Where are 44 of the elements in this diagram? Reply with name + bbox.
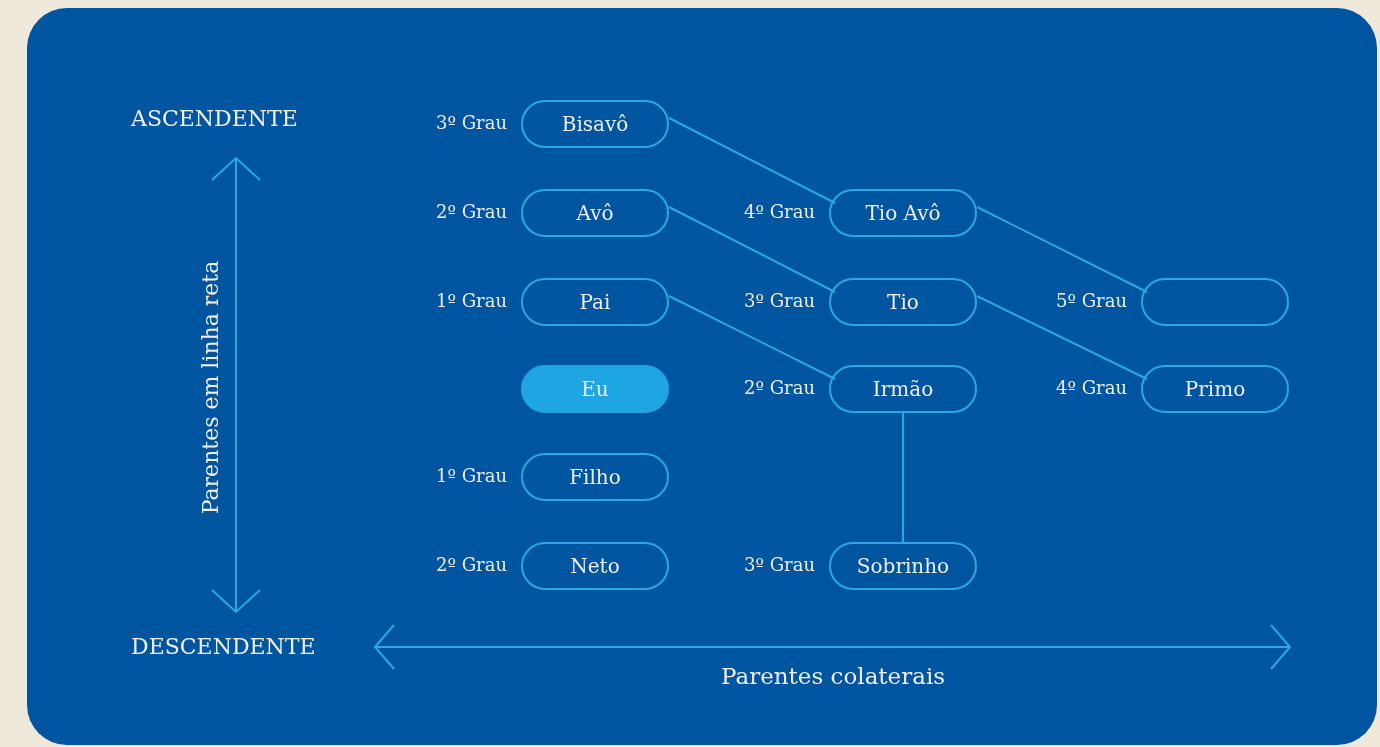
degree-label: 4º Grau xyxy=(743,201,815,222)
node-label: Pai xyxy=(579,290,611,314)
node-box xyxy=(521,278,669,326)
degree-label: 2º Grau xyxy=(743,377,815,398)
degree-label: 5º Grau xyxy=(1055,290,1127,311)
node-box xyxy=(521,100,669,148)
node-box xyxy=(521,189,669,237)
node-box xyxy=(829,189,977,237)
axis-title: Parentes em linha reta xyxy=(198,260,224,514)
node-box xyxy=(1141,365,1289,413)
degree-label: 2º Grau xyxy=(435,554,507,575)
node-box xyxy=(521,453,669,501)
connector-line xyxy=(902,412,904,543)
node-label: Filho xyxy=(569,465,621,489)
axis-title: Parentes colaterais xyxy=(721,663,946,689)
axis-label: ASCENDENTE xyxy=(131,106,298,131)
node-label: Neto xyxy=(570,554,620,578)
connector-line xyxy=(976,206,1148,293)
node-box xyxy=(829,365,977,413)
node-label: Avô xyxy=(576,201,614,225)
node-label: Irmão xyxy=(872,377,934,401)
highlighted-node-box xyxy=(521,365,669,413)
degree-label: 3º Grau xyxy=(435,112,507,133)
node-label: Tio xyxy=(887,290,919,314)
degree-label: 2º Grau xyxy=(435,201,507,222)
degree-label: 3º Grau xyxy=(743,554,815,575)
degree-label: 4º Grau xyxy=(1055,377,1127,398)
axis-label: DESCENDENTE xyxy=(131,634,316,659)
node-label: Primo xyxy=(1184,377,1246,401)
connector-line xyxy=(668,295,836,380)
connector-line xyxy=(976,295,1148,380)
degree-label: 3º Grau xyxy=(743,290,815,311)
node-label: Sobrinho xyxy=(856,554,950,578)
degree-label: 1º Grau xyxy=(435,290,507,311)
degree-label: 1º Grau xyxy=(435,465,507,486)
node-box xyxy=(521,542,669,590)
node-label: Eu xyxy=(581,377,609,401)
connector-line xyxy=(668,206,836,293)
node-label: Bisavô xyxy=(561,112,629,136)
node-label: Tio Avô xyxy=(865,201,941,225)
node-box xyxy=(829,542,977,590)
connector-line xyxy=(668,117,836,204)
node-box xyxy=(829,278,977,326)
empty-box xyxy=(1141,278,1289,326)
